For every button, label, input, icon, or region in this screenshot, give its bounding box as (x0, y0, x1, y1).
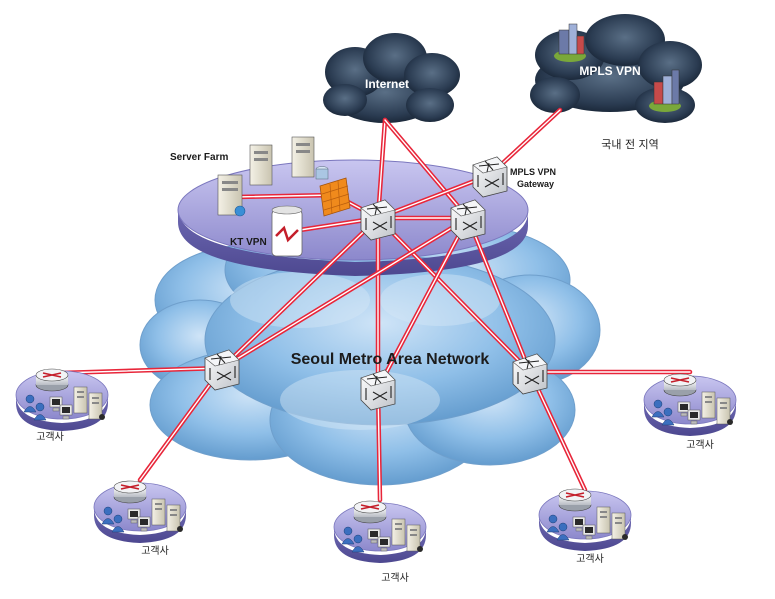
customer-site-label: 고객사 (141, 545, 169, 557)
database-icon (315, 166, 329, 180)
mpls-gateway-label-line2: Gateway (517, 179, 554, 189)
devices (15, 156, 737, 563)
customer-site-label: 고객사 (576, 553, 604, 565)
user-icon (111, 514, 125, 533)
server-icon (701, 391, 716, 419)
customer-site (643, 373, 737, 436)
user-icon (661, 407, 675, 426)
customer-site (15, 368, 109, 431)
pc-icon (49, 396, 63, 412)
router-icon (353, 500, 387, 524)
pc-icon (127, 508, 141, 524)
server-icon (73, 386, 88, 414)
connector-icon (727, 419, 733, 425)
user-icon (341, 526, 355, 545)
server-icon (716, 397, 731, 425)
connector-icon (417, 546, 423, 552)
customer-site (333, 500, 427, 563)
nationwide-label: 국내 전 지역 (601, 138, 659, 151)
internet-cloud (323, 33, 460, 123)
server-icon (166, 504, 181, 532)
server-icon (596, 506, 611, 534)
pc-icon (367, 528, 381, 544)
user-icon (651, 399, 665, 418)
user-icon (101, 506, 115, 525)
router-icon (113, 480, 147, 504)
core-switch-icon (360, 199, 396, 241)
kt-vpn-label: KT VPN (230, 237, 267, 248)
firewall-icon (319, 177, 351, 217)
mpls-gateway-switch-icon (472, 156, 508, 198)
user-icon (33, 402, 47, 421)
connector-icon (622, 534, 628, 540)
metro-switch-icon (512, 353, 548, 395)
pc-icon (377, 536, 391, 552)
customer-site (538, 488, 632, 551)
server-icon (249, 144, 273, 186)
pc-icon (687, 409, 701, 425)
pc-icon (677, 401, 691, 417)
pc-icon (572, 516, 586, 532)
mpls-vpn-label: MPLS VPN (579, 64, 640, 78)
router-icon (663, 373, 697, 397)
server-farm-label: Server Farm (170, 152, 228, 163)
customer-site (93, 480, 187, 543)
router-icon (558, 488, 592, 512)
server-icon (151, 498, 166, 526)
customer-site-label: 고객사 (686, 439, 714, 451)
user-icon (351, 534, 365, 553)
metro-network-label: Seoul Metro Area Network (291, 351, 490, 368)
server-icon (88, 392, 103, 420)
metro-switch-icon (204, 349, 240, 391)
customer-site-label: 고객사 (36, 431, 64, 443)
server-icon (611, 512, 626, 540)
server-icon (391, 518, 406, 546)
router-icon (35, 368, 69, 392)
server-icon (406, 524, 421, 552)
internet-label: Internet (365, 77, 409, 91)
network-links (57, 107, 693, 503)
building-icon (649, 69, 681, 112)
pc-icon (59, 404, 73, 420)
pc-icon (582, 524, 596, 540)
customer-site-label: 고객사 (381, 572, 409, 584)
server-icon (217, 174, 246, 217)
connector-icon (99, 414, 105, 420)
connector-icon (177, 526, 183, 532)
metro-switch-icon (360, 369, 396, 411)
mpls-gateway-label-line1: MPLS VPN (510, 167, 556, 177)
user-icon (23, 394, 37, 413)
kt-vpn-server-icon (271, 205, 303, 257)
pc-icon (137, 516, 151, 532)
user-icon (556, 522, 570, 541)
user-icon (546, 514, 560, 533)
building-icon (554, 23, 586, 62)
server-icon (291, 136, 315, 178)
core-switch-icon (450, 199, 486, 241)
